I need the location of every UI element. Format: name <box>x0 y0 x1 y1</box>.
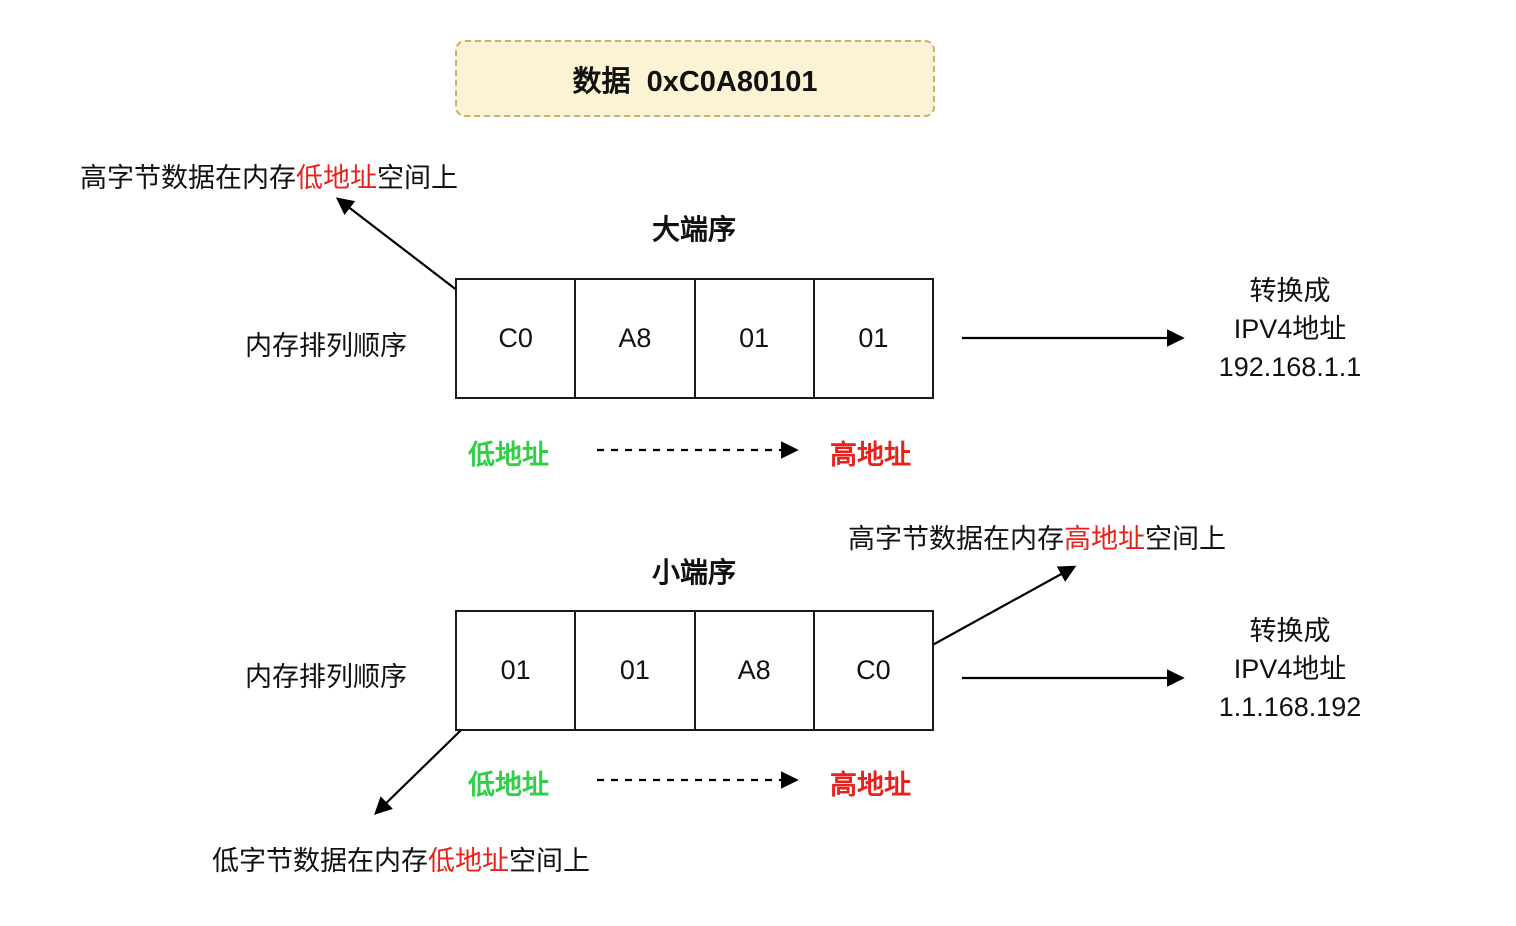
little-endian-title: 小端序 <box>651 557 736 588</box>
annotation-suffix: 空间上 <box>1145 524 1226 554</box>
annotation-suffix: 空间上 <box>377 163 458 193</box>
byte-cell: 01 <box>500 655 531 685</box>
little-endian-ipv4-result: 转换成 IPV4地址 1.1.168.192 <box>1185 612 1395 726</box>
data-title-box: 数据 0xC0A80101 <box>455 40 935 117</box>
annotation-highlight: 低地址 <box>428 846 509 876</box>
big-endian-low-address-label: 低地址 <box>468 440 549 470</box>
big-endian-high-address-label: 高地址 <box>830 440 911 470</box>
annotation-prefix: 高字节数据在内存 <box>80 163 296 193</box>
big-endian-title: 大端序 <box>651 214 736 245</box>
annotation-suffix: 空间上 <box>509 846 590 876</box>
result-line3: 1.1.168.192 <box>1218 692 1362 722</box>
little-endian-high-annotation: 高字节数据在内存高地址空间上 <box>848 517 1226 556</box>
byte-cell: 01 <box>693 280 813 397</box>
annotation-prefix: 低字节数据在内存 <box>212 846 428 876</box>
big-endian-annotation: 高字节数据在内存低地址空间上 <box>80 156 458 195</box>
byte-cell: 01 <box>812 280 932 397</box>
annotation-prefix: 高字节数据在内存 <box>848 524 1064 554</box>
result-line2: IPV4地址 <box>1233 654 1347 684</box>
big-endian-byte-row: C0 A8 01 01 <box>455 278 934 399</box>
little-endian-low-address-label: 低地址 <box>468 770 549 800</box>
data-title: 数据 0xC0A80101 <box>572 65 818 98</box>
result-line1: 转换成 <box>1249 616 1331 646</box>
result-line1: 转换成 <box>1249 276 1331 306</box>
byte-cell: A8 <box>693 612 813 729</box>
big-endian-ipv4-result: 转换成 IPV4地址 192.168.1.1 <box>1185 272 1395 386</box>
little-endian-byte-row: 01 01 A8 C0 <box>455 610 934 731</box>
big-endian-annotation-arrow <box>335 197 459 292</box>
result-line3: 192.168.1.1 <box>1218 352 1362 382</box>
little-endian-high-annotation-arrow <box>917 565 1077 654</box>
byte-cell: C0 <box>498 323 533 353</box>
byte-cell: C0 <box>812 612 932 729</box>
annotation-highlight: 高地址 <box>1064 524 1145 554</box>
annotation-highlight: 低地址 <box>296 163 377 193</box>
result-line2: IPV4地址 <box>1233 314 1347 344</box>
big-endian-memory-order-label: 内存排列顺序 <box>245 331 407 361</box>
little-endian-high-address-label: 高地址 <box>830 770 911 800</box>
byte-cell: A8 <box>574 280 693 397</box>
byte-cell: 01 <box>574 612 693 729</box>
little-endian-low-annotation: 低字节数据在内存低地址空间上 <box>212 839 590 878</box>
little-endian-memory-order-label: 内存排列顺序 <box>245 662 407 692</box>
